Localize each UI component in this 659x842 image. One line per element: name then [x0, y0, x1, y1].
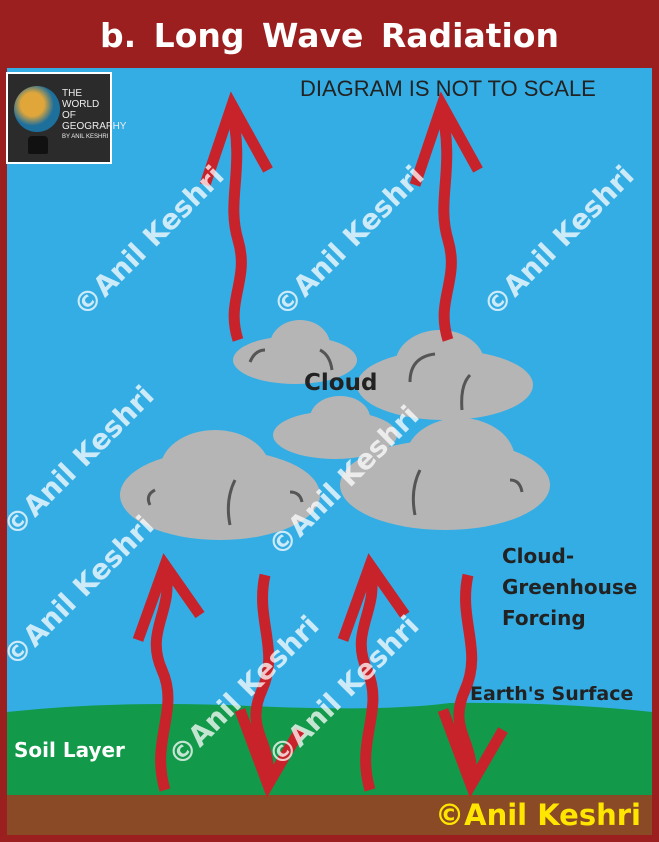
- cloud-top-left: [233, 320, 357, 384]
- scale-note: DIAGRAM IS NOT TO SCALE: [300, 76, 596, 101]
- arrow-up-surface-right-head: [337, 553, 410, 642]
- logo-byline: BY ANIL KESHRI: [62, 134, 109, 140]
- arrow-up-escape-right: [436, 108, 457, 342]
- cloud-greenhouse-forcing-label: Cloud- Greenhouse Forcing: [502, 541, 637, 634]
- cloud-left: [120, 430, 320, 540]
- arrow-up-escape-left-head: [199, 91, 273, 187]
- logo-text: WORLD: [62, 99, 100, 110]
- arrow-up-escape-left: [226, 108, 247, 342]
- arrow-down-cloud-left-head: [234, 708, 305, 798]
- cloud-middle: [273, 396, 397, 459]
- forcing-label-line: Cloud-: [502, 544, 575, 568]
- forcing-label-line: Greenhouse: [502, 575, 638, 599]
- credit-text: ©Anil Keshri: [435, 798, 641, 832]
- diagram-title: b. Long Wave Radiation: [100, 16, 559, 55]
- arrow-up-surface-left: [150, 568, 174, 792]
- arrow-down-cloud-left: [250, 573, 275, 781]
- cloud-details: [146, 348, 524, 526]
- arrow-up-surface-right: [355, 568, 379, 792]
- logo-text: THE: [62, 88, 82, 99]
- soil-layer-label: Soil Layer: [14, 738, 125, 762]
- cloud-right: [340, 418, 550, 530]
- globe-icon: [14, 86, 60, 132]
- forcing-label-line: Forcing: [502, 606, 586, 630]
- logo: THE WORLD OF GEOGRAPHY BY ANIL KESHRI: [6, 72, 126, 164]
- clouds: [120, 320, 550, 540]
- arrow-down-cloud-right: [453, 573, 478, 781]
- cloud-label: Cloud: [304, 370, 378, 396]
- logo-text: OF: [62, 110, 76, 121]
- radiation-arrows: [132, 91, 508, 798]
- arrow-up-surface-left-head: [132, 553, 205, 642]
- arrow-up-escape-right-head: [409, 91, 483, 187]
- globe-stand: [28, 136, 48, 154]
- logo-text: GEOGRAPHY: [62, 121, 127, 132]
- soil-layer: [7, 795, 652, 835]
- arrow-down-cloud-right-head: [437, 708, 508, 798]
- cloud-top-right: [357, 330, 533, 420]
- earth-surface-label: Earth's Surface: [470, 683, 634, 705]
